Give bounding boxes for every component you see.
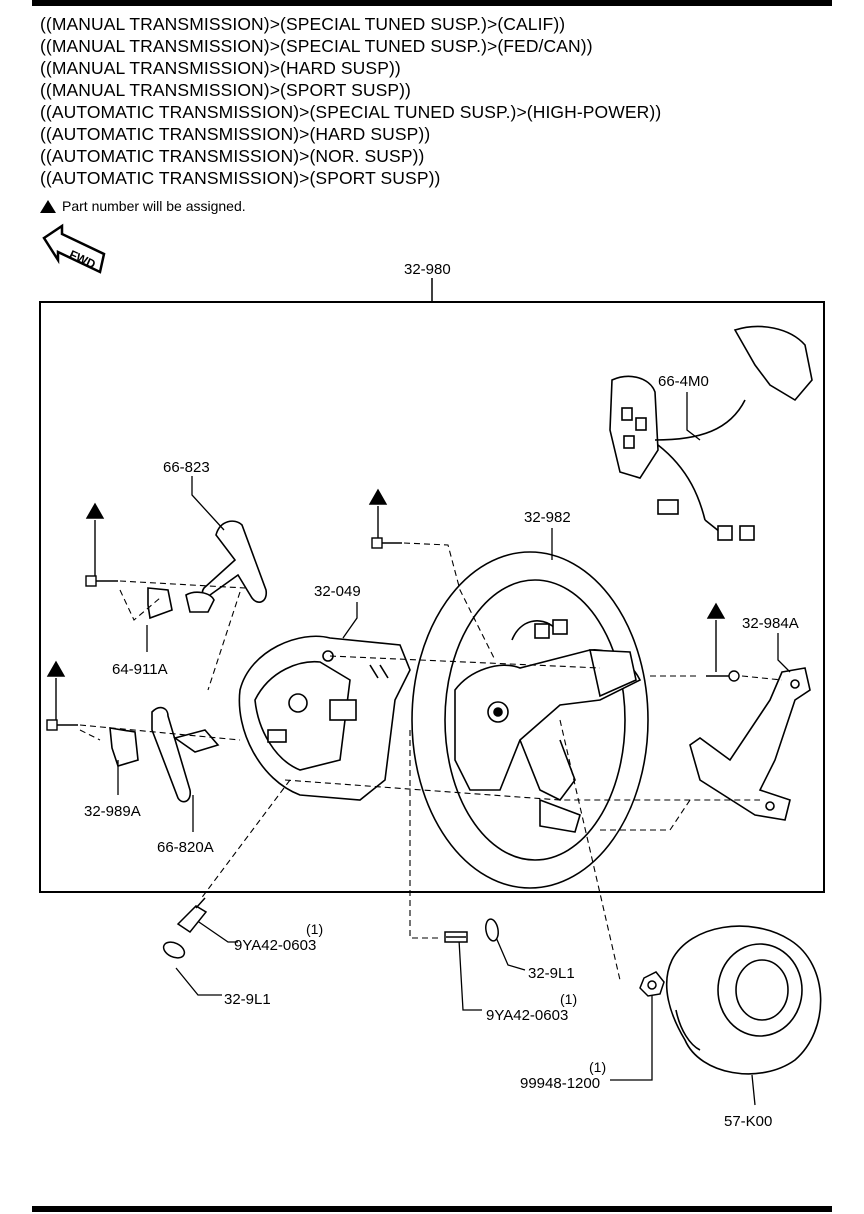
nut [639, 971, 665, 997]
top-rule [32, 0, 832, 6]
paddle-lower [151, 706, 220, 803]
bracket-right [689, 667, 811, 821]
bolt-center [444, 931, 468, 943]
fwd-arrow-icon: FWD [42, 223, 106, 274]
screw-center [368, 488, 402, 549]
applicability-list: ((MANUAL TRANSMISSION)>(SPECIAL TUNED SU… [40, 13, 661, 189]
label-99948-1200: 99948-1200 [520, 1075, 600, 1092]
label-66-820a: 66-820A [157, 839, 214, 856]
label-66-4m0: 66-4M0 [658, 373, 709, 390]
label-32-980: 32-980 [404, 261, 451, 278]
applicability-line: ((AUTOMATIC TRANSMISSION)>(SPORT SUSP)) [40, 168, 441, 188]
applicability-line: ((MANUAL TRANSMISSION)>(HARD SUSP)) [40, 58, 401, 78]
triangle-marker-icon [40, 199, 56, 213]
bottom-rule [32, 1206, 832, 1212]
label-57-k00: 57-K00 [724, 1113, 772, 1130]
label-32-989a: 32-989A [84, 803, 141, 820]
screw-upper-left [85, 502, 118, 587]
label-9ya42-0603-left: 9YA42-0603 [234, 937, 316, 954]
label-66-823: 66-823 [163, 459, 210, 476]
bolt-left [176, 897, 208, 934]
applicability-line: ((AUTOMATIC TRANSMISSION)>(SPECIAL TUNED… [40, 102, 662, 122]
label-32-9l1-left: 32-9L1 [224, 991, 271, 1008]
qty-bolt-left: (1) [306, 921, 323, 937]
label-32-984a: 32-984A [742, 615, 799, 632]
label-leaders [117, 392, 791, 1106]
assembly-lines [79, 542, 783, 981]
applicability-line: ((AUTOMATIC TRANSMISSION)>(HARD SUSP)) [40, 124, 431, 144]
applicability-line: ((MANUAL TRANSMISSION)>(SPECIAL TUNED SU… [40, 36, 593, 56]
qty-nut: (1) [589, 1059, 606, 1075]
switch-harness [609, 325, 813, 541]
screw-lower-left [46, 660, 78, 731]
note-text: Part number will be assigned. [62, 198, 246, 214]
steering-wheel [411, 551, 649, 889]
airbag-module [665, 925, 822, 1075]
paddle-upper [201, 520, 268, 603]
part-number-note: Part number will be assigned. [40, 198, 246, 214]
label-9ya42-0603-center: 9YA42-0603 [486, 1007, 568, 1024]
applicability-line: ((AUTOMATIC TRANSMISSION)>(NOR. SUSP)) [40, 146, 425, 166]
label-64-911a: 64-911A [112, 661, 168, 678]
bracket-lower [109, 727, 139, 767]
applicability-line: ((MANUAL TRANSMISSION)>(SPECIAL TUNED SU… [40, 14, 566, 34]
cap-left [162, 941, 186, 959]
applicability-line: ((MANUAL TRANSMISSION)>(SPORT SUSP)) [40, 80, 411, 100]
steering-column-cover [238, 635, 411, 801]
label-32-049: 32-049 [314, 583, 361, 600]
label-32-982: 32-982 [524, 509, 571, 526]
bracket-upper [147, 587, 215, 620]
qty-bolt-center: (1) [560, 991, 577, 1007]
label-32-9l1-center: 32-9L1 [528, 965, 575, 982]
cap-center [485, 918, 499, 942]
screw-right [706, 602, 740, 682]
